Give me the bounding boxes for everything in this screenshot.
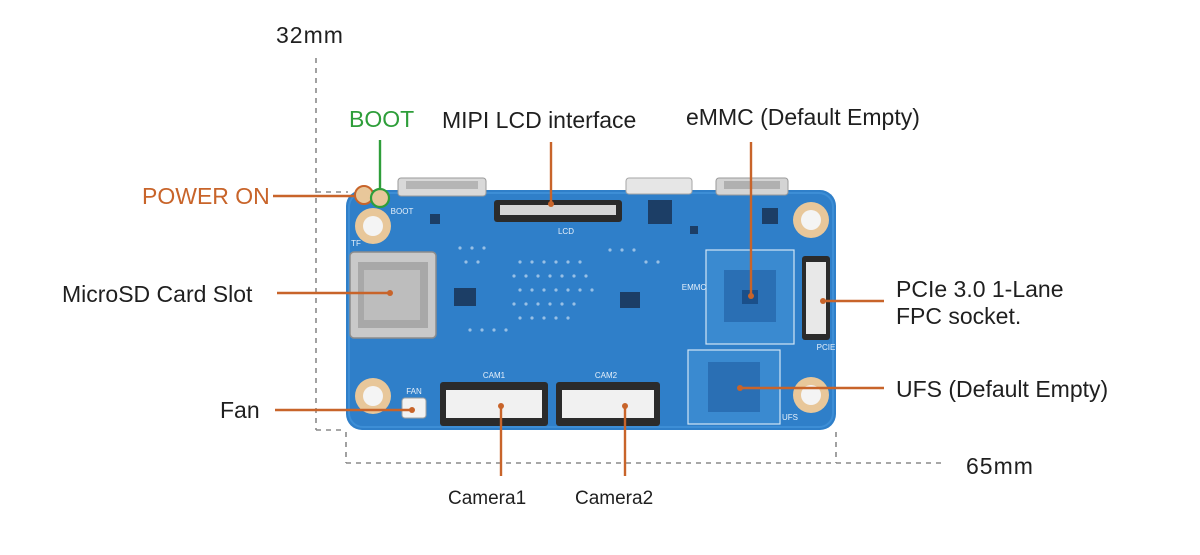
silk-fan: FAN [406, 387, 422, 396]
silk-pcie: PCIE [817, 343, 836, 352]
camera1-label: Camera1 [448, 488, 527, 509]
silk-tf: TF [351, 239, 361, 248]
ufs-label: UFS (Default Empty) [896, 376, 1109, 402]
silk-cam1: CAM1 [483, 371, 506, 380]
silk-ufs: UFS [782, 413, 798, 422]
small-components [430, 200, 778, 308]
power-on-label: POWER ON [142, 183, 270, 209]
camera-connectors [440, 382, 660, 426]
power-on-button [354, 185, 374, 205]
mipi-lcd-label: MIPI LCD interface [442, 107, 637, 133]
usb-connector-2 [625, 177, 693, 195]
mounting-holes [355, 202, 829, 414]
fan-label: Fan [220, 397, 260, 423]
leader-endpoints [387, 201, 826, 413]
microsd-label: MicroSD Card Slot [62, 281, 253, 307]
boot-button [369, 187, 391, 209]
leader-lines [273, 140, 884, 476]
pcb-board: LCD CAM1 CAM2 FAN PCIE UFS EMMC BOOT TF [346, 177, 836, 430]
pcie-fpc-socket [802, 256, 830, 340]
usb-connector-1-inner [406, 181, 478, 189]
silk-boot: BOOT [391, 207, 414, 216]
silk-cam2: CAM2 [595, 371, 618, 380]
microsd-slot [349, 251, 437, 339]
silk-emmc: EMMC [682, 283, 707, 292]
emmc-label: eMMC (Default Empty) [686, 104, 920, 130]
boot-label: BOOT [349, 106, 415, 132]
length-dimension-label: 65mm [966, 453, 1034, 479]
camera2-label: Camera2 [575, 488, 654, 509]
pcb-edge-highlight [348, 192, 834, 428]
via-pattern [458, 246, 660, 332]
width-dimension-label: 32mm [276, 22, 344, 48]
silk-lcd: LCD [558, 227, 574, 236]
dimension-lines [315, 58, 945, 464]
silkscreen-labels: LCD CAM1 CAM2 FAN PCIE UFS EMMC BOOT TF [351, 207, 835, 422]
pcie-label: PCIe 3.0 1-Lane FPC socket. [896, 276, 1064, 330]
